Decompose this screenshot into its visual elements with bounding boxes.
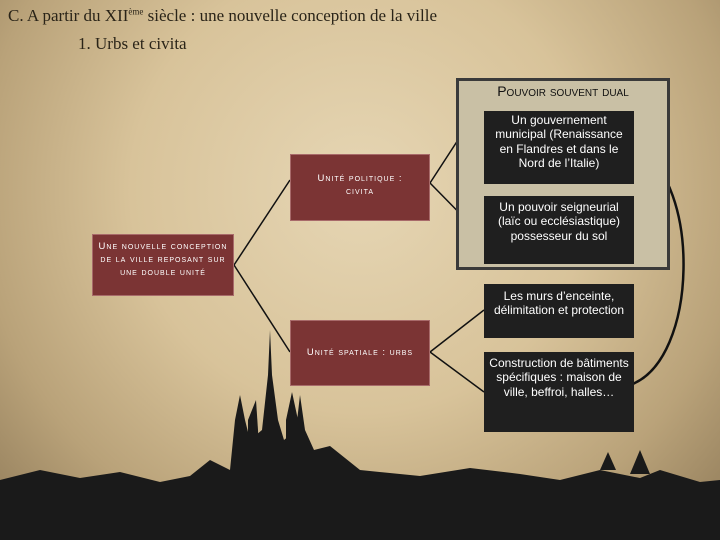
node-murs-enceinte: Les murs d’enceinte, délimitation et pro…: [484, 284, 634, 338]
label-unite-politique: Unité politique :: [317, 173, 403, 184]
label-civita: civita: [345, 186, 375, 197]
node-unite-politique: Unité politique : civita: [290, 154, 430, 221]
heading-pouvoir-dual: Pouvoir souvent dual: [497, 83, 629, 99]
node-pouvoir-seigneurial: Un pouvoir seigneurial (laïc ou ecclésia…: [484, 196, 634, 264]
slide-title: C. A partir du XIIème siècle : une nouve…: [8, 6, 438, 25]
node-unite-spatiale: Unité spatiale : urbs: [290, 320, 430, 386]
slide-subtitle: 1. Urbs et civita: [78, 34, 187, 53]
node-gouvernement-municipal: Un gouvernement municipal (Renaissance e…: [484, 111, 634, 184]
node-construction-batiments: Construction de bâtiments spécifiques : …: [484, 352, 634, 432]
node-double-unite: Une nouvelle conception de la ville repo…: [92, 234, 234, 296]
